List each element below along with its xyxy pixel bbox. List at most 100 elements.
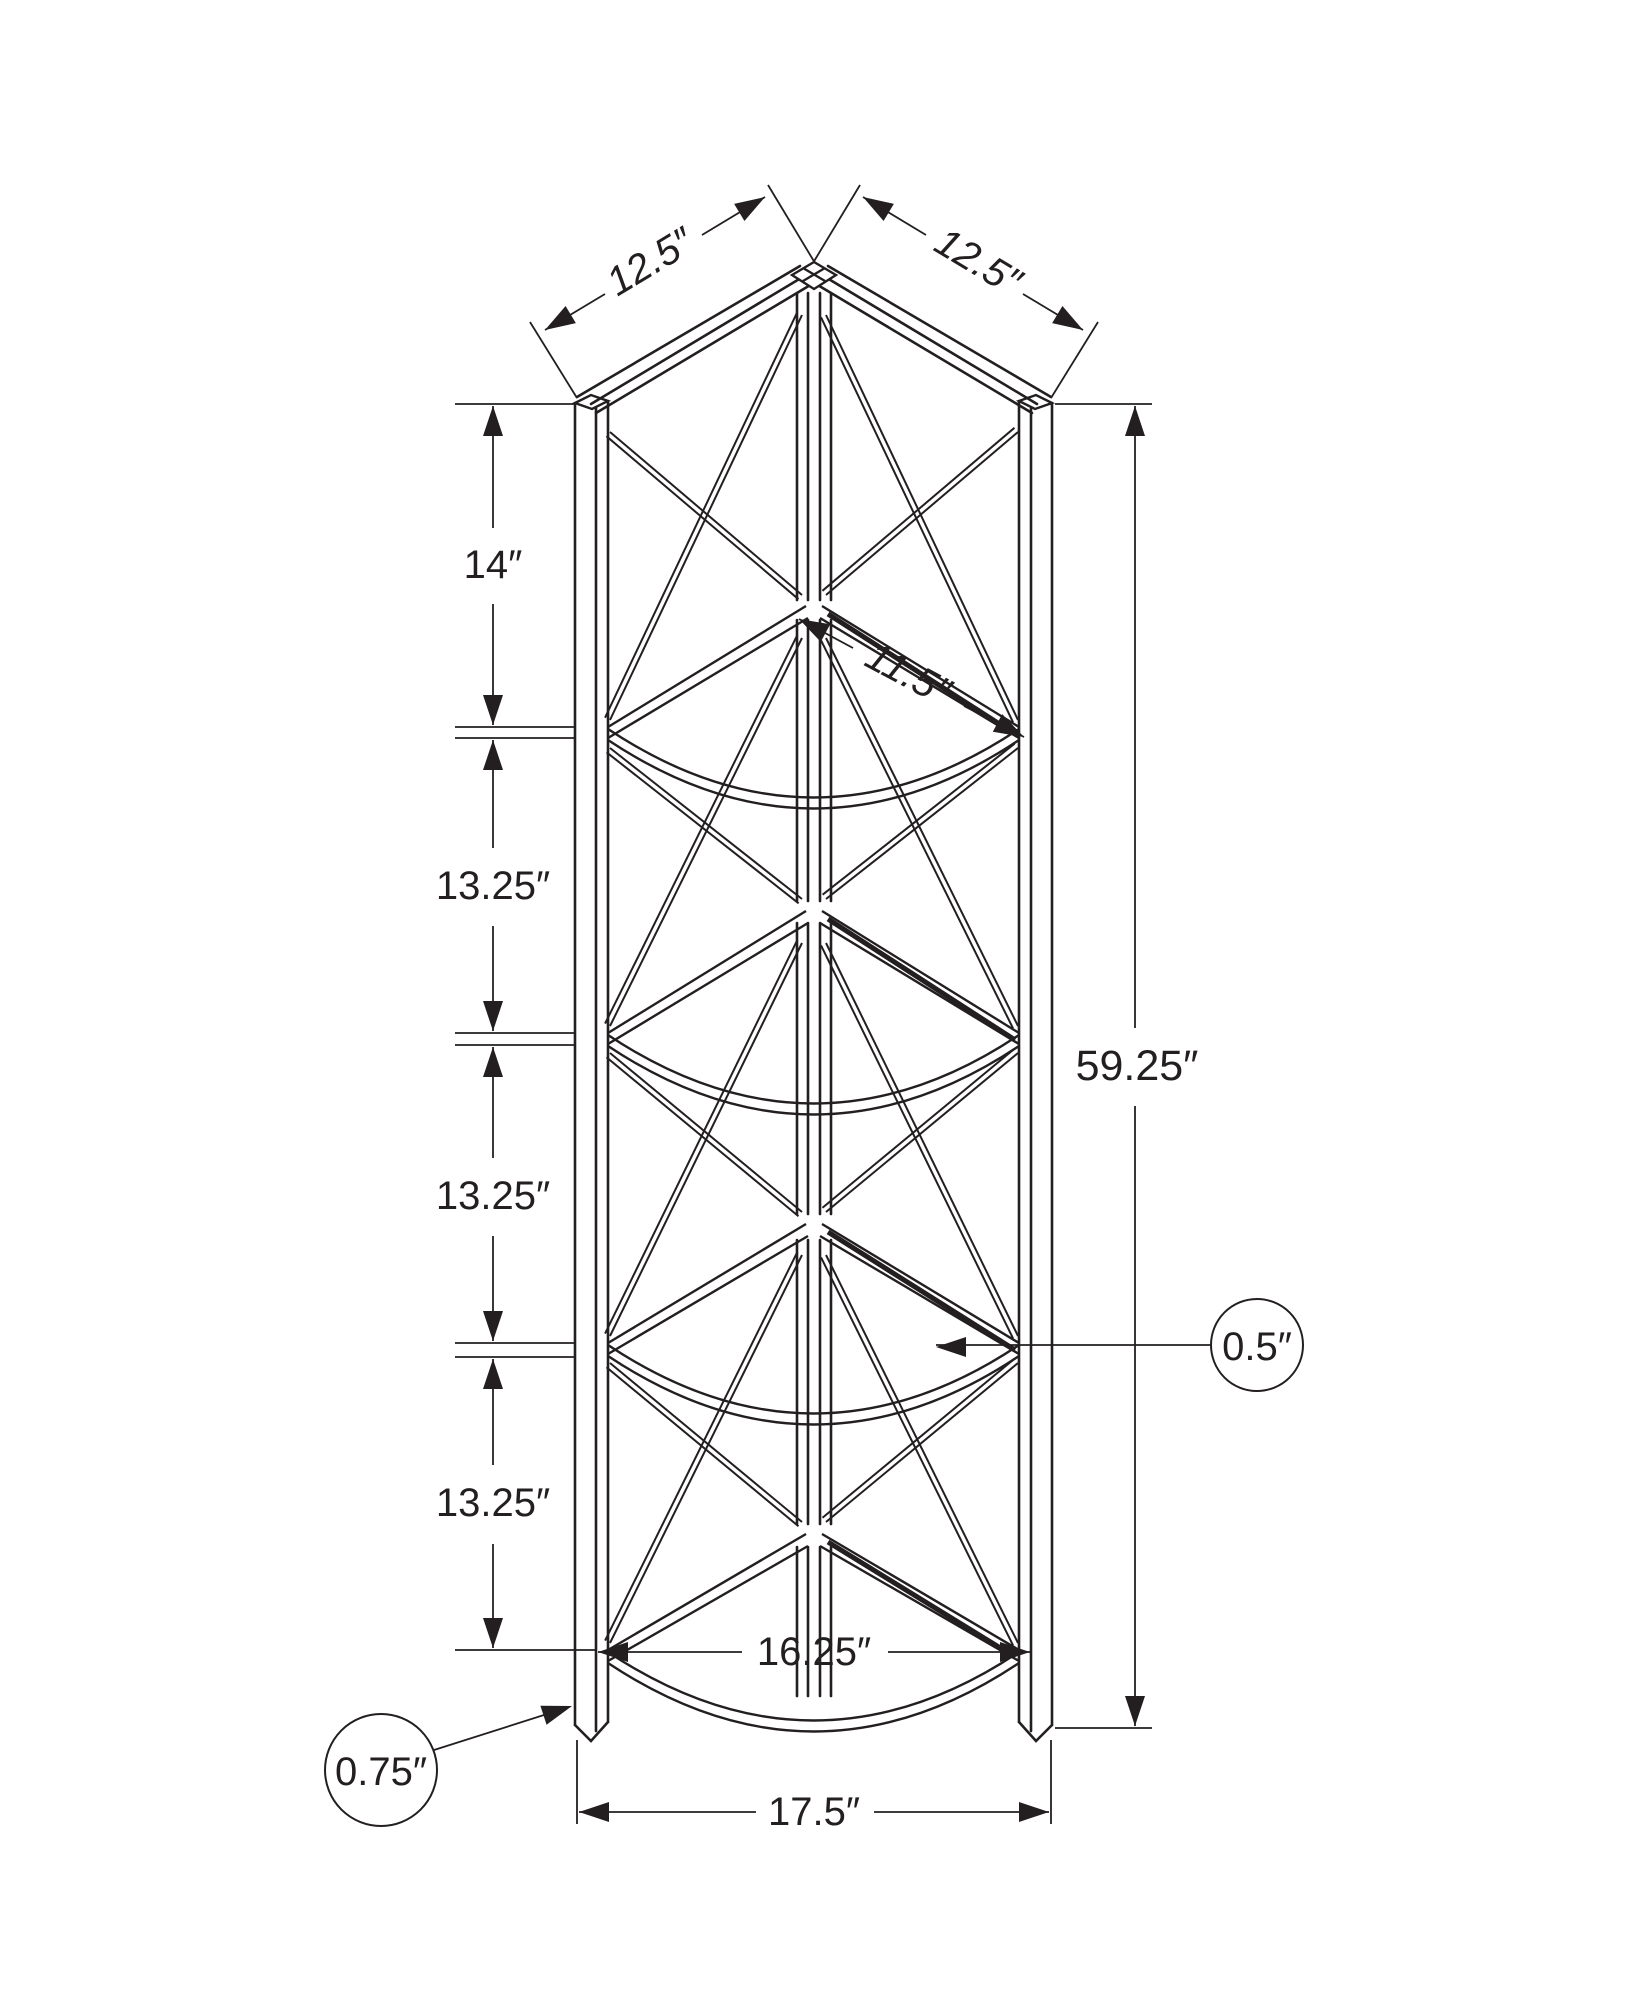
- shelf-edge-right-top: [821, 604, 1020, 729]
- shelf-edge-right-top: [821, 1222, 1020, 1345]
- brace-line: [821, 1357, 1016, 1519]
- brace-line: [604, 312, 798, 719]
- shelf-edge-left-top: [607, 1532, 807, 1652]
- shelf-edge-right-top: [821, 909, 1020, 1035]
- brace-line: [604, 940, 798, 1335]
- brace-line: [820, 1256, 1014, 1646]
- brace-line: [825, 637, 1019, 1027]
- arrowhead: [936, 1337, 966, 1357]
- shelf-edge-right-top: [821, 1532, 1020, 1652]
- brace-line: [609, 314, 803, 721]
- shelf-edge-right-shade: [826, 1229, 1017, 1353]
- brace-line: [820, 639, 1014, 1029]
- left-post: [571, 393, 612, 1743]
- brace-line: [825, 1362, 1019, 1523]
- shelf-edge-right-shade: [826, 916, 1017, 1043]
- cross-braces: [604, 312, 1019, 1646]
- dimension-annotations: 12.5″ 12.5″ 14″ 13.25″ 13.25″ 13.25″ 59.…: [324, 184, 1304, 1834]
- arrowhead: [863, 197, 894, 222]
- corner-apex-cap: [789, 260, 839, 291]
- brace-line: [820, 316, 1014, 723]
- arrowhead: [483, 1359, 503, 1389]
- right-post: [1015, 393, 1056, 1743]
- brace-line: [609, 637, 803, 1027]
- bookcase-structure: [571, 260, 1056, 1743]
- shelf-edge-right-shade: [826, 611, 1017, 737]
- dim-label-leg-thickness: 0.75″: [335, 1750, 427, 1794]
- arrowhead: [799, 619, 831, 642]
- arrowhead: [483, 740, 503, 770]
- shelf-edge-right-shade: [826, 1539, 1017, 1660]
- overall-height-dimension: [1055, 403, 1152, 1729]
- shelf-front-arc: [607, 1034, 1020, 1105]
- shelf-front-arc: [607, 1651, 1020, 1722]
- arrowhead: [483, 1311, 503, 1341]
- brace-line: [609, 1362, 803, 1523]
- dim-label-inner-width: 16.25″: [757, 1630, 871, 1674]
- left-chain-ticks: [455, 403, 596, 1651]
- shelf-front-arc-under: [607, 1662, 1020, 1733]
- shelf-front-arc: [607, 728, 1020, 799]
- brace-line: [821, 1047, 1016, 1209]
- brace-line: [605, 435, 800, 600]
- brace-line: [604, 1252, 798, 1642]
- arrowhead: [483, 1618, 503, 1648]
- dim-label-right-depth: 12.5″: [927, 219, 1030, 305]
- dim-label-lower-mid-section: 13.25″: [436, 1174, 550, 1218]
- shelf-edge-left-bottom: [607, 1544, 809, 1663]
- brace-line: [604, 635, 798, 1025]
- arrowhead: [540, 1705, 572, 1725]
- arrowhead: [545, 305, 576, 330]
- arrowhead: [483, 695, 503, 725]
- arrowhead: [1000, 1642, 1030, 1662]
- brace-line: [825, 942, 1019, 1337]
- top-rails: [575, 264, 1053, 415]
- brace-line: [609, 431, 803, 596]
- arrowhead: [1019, 1802, 1049, 1822]
- brace-line: [605, 1366, 800, 1528]
- dim-label-bottom-section: 13.25″: [436, 1481, 550, 1525]
- dim-label-upper-mid-section: 13.25″: [436, 864, 550, 908]
- brace-line: [821, 742, 1016, 896]
- arrowhead: [1052, 305, 1083, 330]
- arrowhead: [992, 714, 1024, 737]
- shelf-edge-left-top: [607, 604, 807, 729]
- arrowhead: [734, 197, 765, 222]
- shelf-front-arc-under: [607, 1355, 1020, 1426]
- dim-label-left-depth: 12.5″: [599, 219, 702, 305]
- dim-label-overall-width: 17.5″: [768, 1790, 860, 1834]
- brace-line: [605, 1056, 800, 1218]
- leg-thickness-callout: [324, 1707, 567, 1827]
- shelf-edge-left-bottom: [607, 1234, 809, 1356]
- arrowhead: [483, 406, 503, 436]
- right-post-foot: [1017, 1720, 1054, 1743]
- brace-line: [825, 1254, 1019, 1644]
- shelf-edge-left-top: [607, 909, 807, 1035]
- shelf-edge-left-bottom: [607, 616, 809, 740]
- arrowhead: [1125, 406, 1145, 436]
- arrowhead: [483, 1047, 503, 1077]
- brace-line: [825, 431, 1019, 596]
- arrowhead: [1125, 1696, 1145, 1726]
- arrowhead: [483, 1001, 503, 1031]
- shelf-front-arc: [607, 1344, 1020, 1415]
- brace-line: [609, 1254, 803, 1644]
- arrowhead: [579, 1802, 609, 1822]
- corner-posts: [795, 291, 833, 1698]
- leg-thickness-bubble: [324, 1713, 438, 1827]
- arrowhead: [598, 1642, 628, 1662]
- brace-line: [609, 942, 803, 1337]
- shelf-edge-left-bottom: [607, 921, 809, 1046]
- shelf-front-arc-under: [607, 739, 1020, 810]
- dim-label-overall-height: 59.25″: [1076, 1042, 1199, 1090]
- left-post-foot: [573, 1720, 610, 1743]
- brace-line: [825, 1052, 1019, 1213]
- brace-line: [825, 747, 1019, 900]
- dim-label-shelf-thickness: 0.5″: [1222, 1325, 1292, 1369]
- shelves: [607, 604, 1020, 1733]
- dimension-labels: 12.5″ 12.5″ 14″ 13.25″ 13.25″ 13.25″ 59.…: [335, 219, 1292, 1834]
- shelf-front-arc-under: [607, 1045, 1020, 1116]
- dim-label-shelf-edge: 11.5″: [858, 634, 959, 716]
- brace-line: [820, 944, 1014, 1339]
